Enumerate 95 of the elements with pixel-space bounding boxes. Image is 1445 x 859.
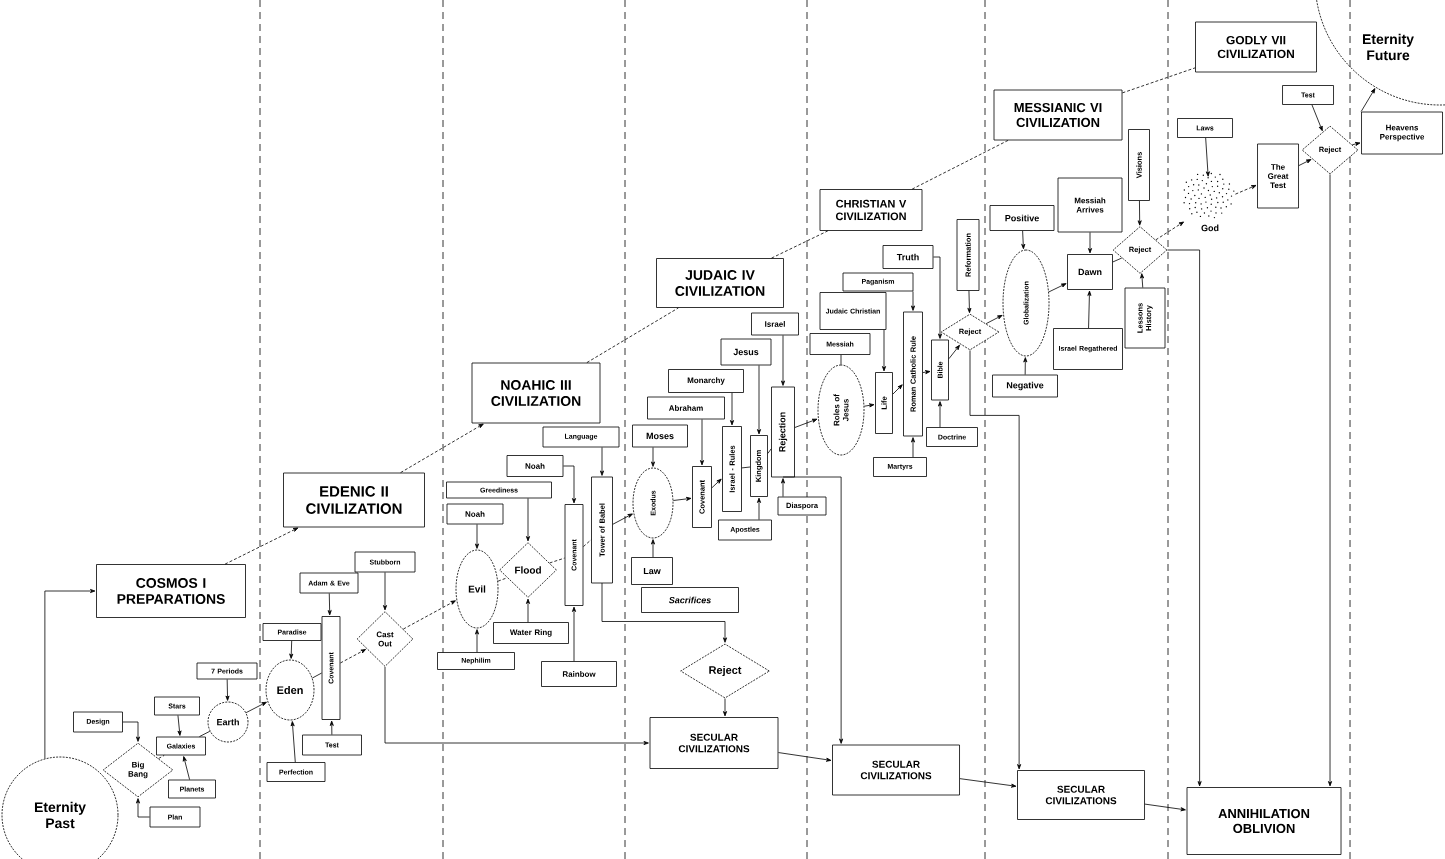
arrow: [700, 419, 704, 466]
outcome-box: SECULAR CIVILIZATIONS: [832, 744, 960, 796]
arrow: [757, 365, 761, 435]
arrow: [340, 649, 366, 664]
arrow: [600, 447, 604, 476]
arrow: [938, 401, 943, 428]
arrow: [402, 600, 456, 630]
label-box: Positive: [989, 205, 1055, 231]
arrow: [526, 498, 530, 542]
arrow: [863, 403, 875, 408]
arrow: [1235, 185, 1257, 195]
ellipse-node: Evil: [455, 549, 499, 629]
arrow: [1023, 357, 1028, 375]
arrow: [651, 447, 655, 467]
label-box: Moses: [632, 424, 688, 448]
arrow: [922, 370, 931, 375]
era-box: JUDAIC IV CIVILIZATION: [656, 258, 784, 308]
arrow: [892, 384, 903, 395]
arrow: [711, 478, 722, 489]
arrow: [572, 606, 576, 662]
arrow: [985, 314, 1003, 325]
arrow: [182, 756, 190, 780]
arrow: [1298, 159, 1312, 166]
arrow: [122, 721, 140, 742]
arrow: [781, 335, 785, 386]
arrow: [969, 350, 1022, 770]
arrow: [383, 572, 387, 611]
label-box: Sacrifices: [641, 587, 739, 613]
label-box: Dawn: [1067, 254, 1113, 290]
arrow: [1328, 174, 1333, 787]
arrow: [882, 329, 887, 372]
arrow: [563, 465, 576, 504]
arrow: [778, 752, 832, 762]
arrow: [1360, 88, 1376, 112]
label-box: Jesus: [720, 338, 772, 366]
arrow: [933, 256, 943, 339]
arrow: [1351, 142, 1361, 146]
arrow: [475, 524, 479, 549]
arrow: [651, 539, 655, 558]
arrow: [400, 423, 484, 473]
arrow: [1021, 230, 1026, 250]
arrow: [782, 476, 844, 744]
arrow: [475, 629, 479, 653]
arrow: [911, 291, 916, 311]
label-box: Negative: [992, 374, 1058, 398]
circle-node: Earth: [207, 701, 249, 743]
arrow: [1311, 104, 1323, 132]
arrow: [948, 344, 960, 360]
era-box: COSMOS I PREPARATIONS: [96, 564, 246, 618]
region-label: Eternity Future: [1363, 33, 1414, 61]
arrow: [327, 593, 332, 616]
arrow: [723, 698, 727, 717]
era-box: CHRISTIAN V CIVILIZATION: [819, 189, 923, 231]
arrow: [136, 798, 150, 818]
ellipse-node: Eden: [265, 659, 315, 721]
outcome-box: SECULAR CIVILIZATIONS: [1017, 770, 1145, 820]
arrow: [1087, 290, 1092, 329]
arrow: [177, 715, 182, 736]
arrow: [384, 666, 649, 745]
era-box: MESSIANIC VI CIVILIZATION: [993, 89, 1123, 141]
arrow: [672, 496, 692, 501]
arrow: [329, 720, 334, 735]
arrow: [1048, 283, 1067, 293]
arrow: [290, 721, 296, 763]
arrow: [911, 437, 916, 458]
arrow: [224, 527, 299, 565]
arrow: [245, 701, 267, 714]
arrow: [289, 640, 294, 659]
era-box: GODLY VII CIVILIZATION: [1195, 21, 1317, 73]
arrow: [959, 778, 1017, 788]
arrow: [612, 513, 633, 525]
node-text: God: [1201, 224, 1219, 232]
era-box: NOAHIC III CIVILIZATION: [471, 362, 601, 424]
arrow: [757, 497, 761, 520]
arrow: [1155, 221, 1184, 241]
label-box: Law: [631, 557, 673, 585]
arrow: [225, 679, 230, 701]
arrow: [967, 290, 972, 314]
arrow: [1205, 137, 1210, 177]
label-box: Truth: [882, 245, 934, 269]
outcome-box: SECULAR CIVILIZATIONS: [649, 717, 779, 769]
era-box: EDENIC II CIVILIZATION: [283, 472, 425, 528]
arrow: [1140, 273, 1145, 288]
arrow: [1137, 200, 1142, 226]
arrow: [730, 392, 734, 426]
arrow: [1088, 232, 1093, 254]
arrow: [1167, 249, 1202, 787]
arrow: [601, 582, 727, 643]
arrow: [781, 478, 785, 497]
arrow: [44, 589, 96, 759]
arrow: [526, 598, 530, 623]
arrow: [794, 418, 818, 428]
arrow: [1144, 803, 1186, 812]
outcome-box: ANNIHILATION OBLIVION: [1186, 787, 1342, 855]
label-box: Rejection: [771, 386, 795, 478]
